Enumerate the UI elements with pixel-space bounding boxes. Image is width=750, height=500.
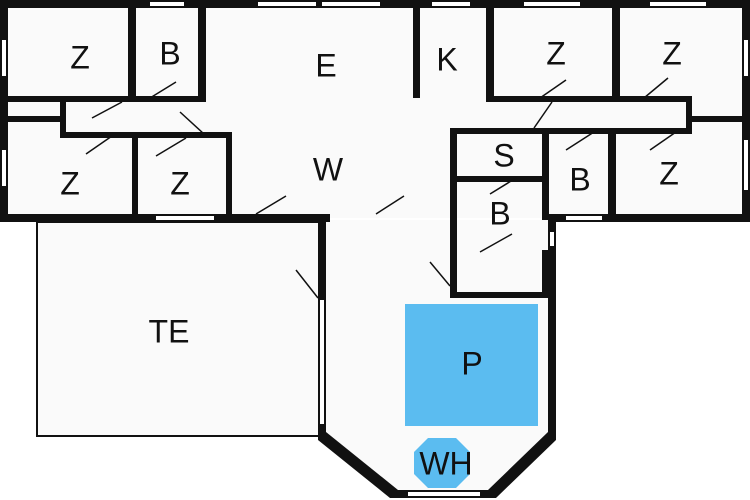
room-label-te: TE <box>149 313 190 349</box>
room-label-z1: Z <box>70 39 90 75</box>
room-labels: Z B E K Z Z Z Z W S B Z B TE P WH <box>60 35 682 481</box>
room-label-z2: Z <box>546 35 566 71</box>
terrace-area <box>36 221 320 437</box>
room-label-z4: Z <box>60 165 80 201</box>
room-label-z5: Z <box>170 165 190 201</box>
room-label-p: P <box>461 345 482 381</box>
house-floor <box>6 6 750 218</box>
room-label-s: S <box>493 137 514 173</box>
room-label-b2: B <box>569 161 590 197</box>
room-label-wh: WH <box>419 445 472 481</box>
pool <box>405 304 538 426</box>
room-label-z6: Z <box>659 155 679 191</box>
room-label-w: W <box>313 151 344 187</box>
interior-walls <box>6 6 746 298</box>
whirlpool <box>414 438 470 488</box>
room-label-z3: Z <box>662 35 682 71</box>
door-swings <box>85 77 677 299</box>
room-label-b3: B <box>489 195 510 231</box>
room-label-e: E <box>315 47 336 83</box>
room-label-k: K <box>436 41 457 77</box>
room-label-b1: B <box>159 35 180 71</box>
